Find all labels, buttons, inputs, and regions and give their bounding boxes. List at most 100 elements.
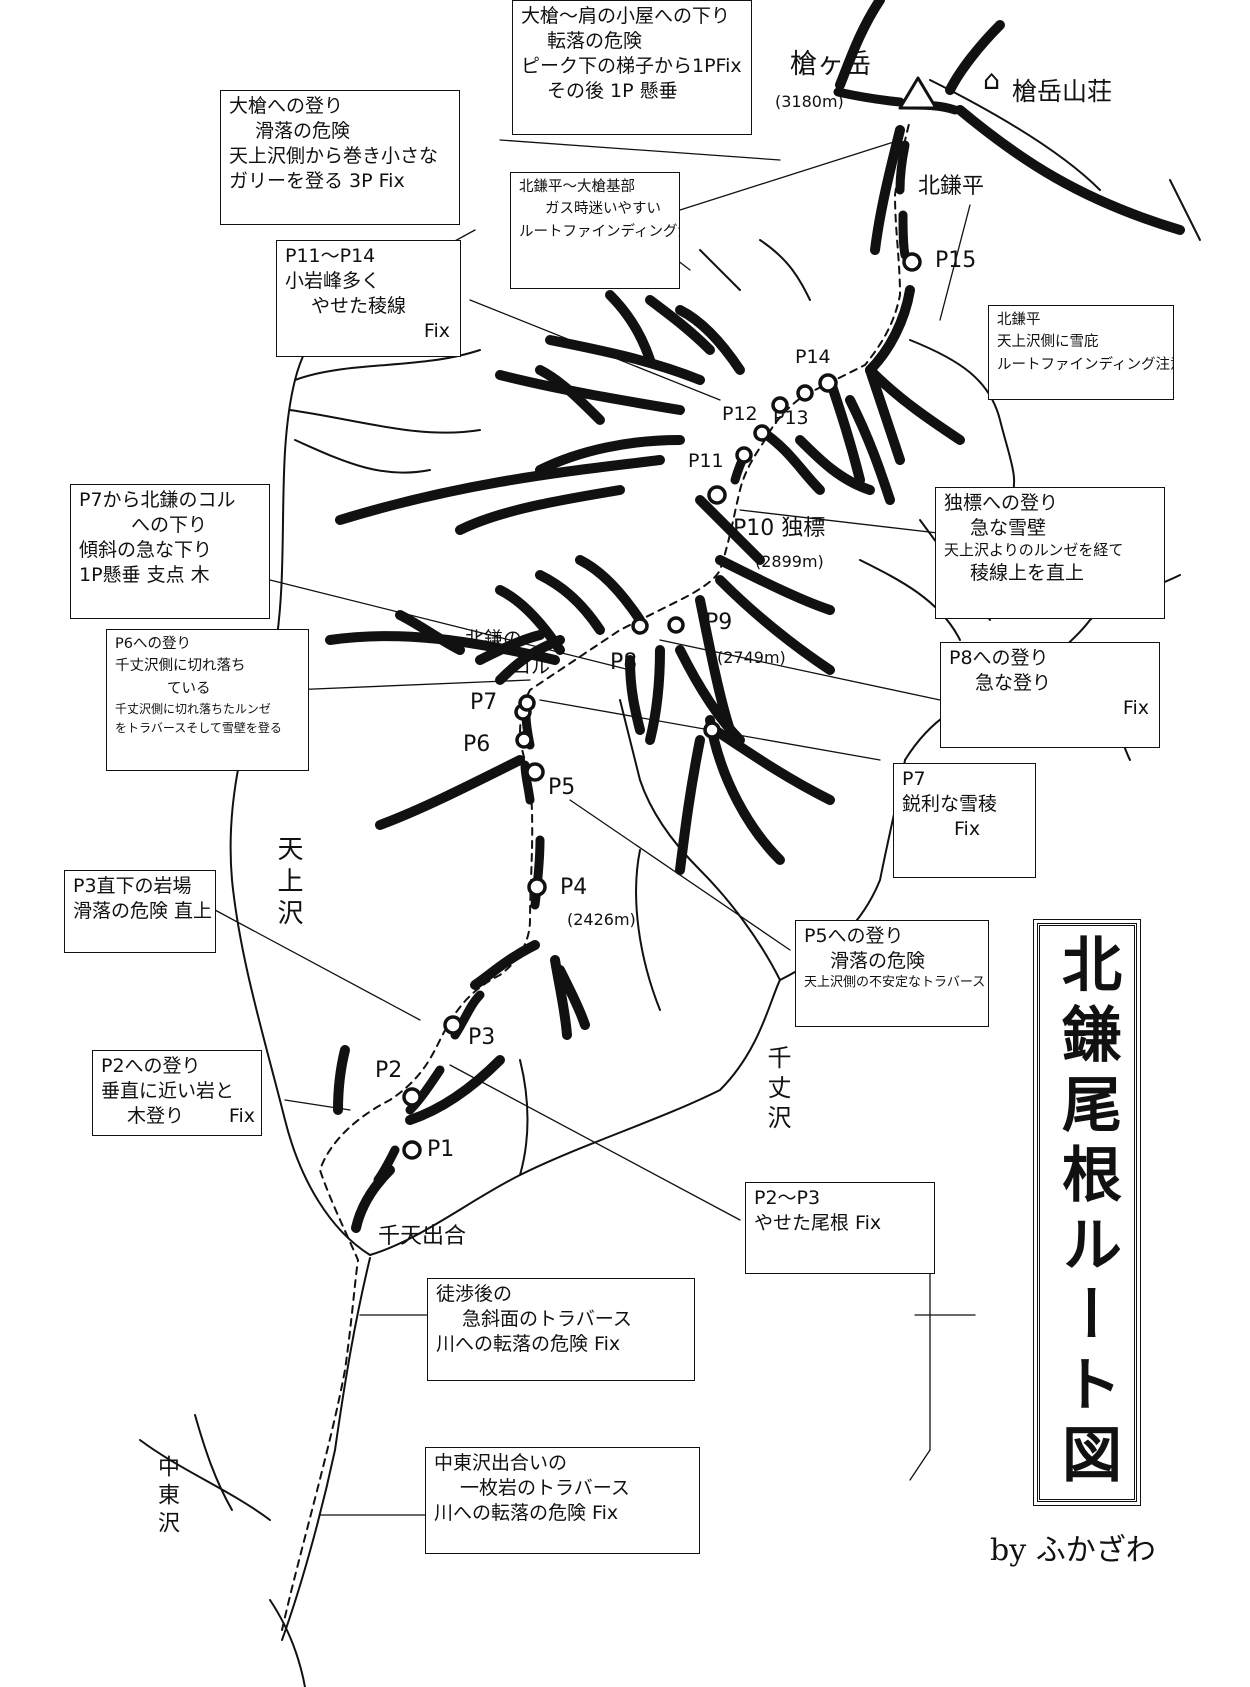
note-line: 天上沢側の不安定なトラバース (804, 975, 986, 991)
note-line: 大槍～肩の小屋への下り (521, 5, 731, 27)
note-line: 川への転落の危険 Fix (436, 1333, 621, 1356)
note-line: ガリーを登る 3P Fix (229, 170, 405, 193)
note-line: 傾斜の急な下り (79, 539, 213, 562)
note-line: 急な登り (975, 672, 1052, 695)
note-line: ルートファインディング注意 (997, 356, 1174, 373)
note-line: 川への転落の危険 Fix (434, 1502, 619, 1525)
note-line: 滑落の危険 (255, 120, 351, 143)
note-p8-climb: P8への登り 急な登り Fix (940, 642, 1160, 748)
note-line: P2への登り (101, 1055, 201, 1077)
point-p10-label: P10 独標 (733, 516, 826, 541)
note-oyari-hut-descent: 大槍～肩の小屋への下り 転落の危険 ピーク下の梯子から1PFix その後 1P … (512, 0, 752, 135)
author-credit: by ふかざわ (990, 1533, 1156, 1568)
point-p6-label: P6 (463, 732, 491, 757)
point-p10-elevation: (2899m) (755, 552, 824, 571)
note-line: 天上沢側から巻き小さな (229, 145, 439, 168)
note-p5-climb: P5への登り 滑落の危険 天上沢側の不安定なトラバース (795, 920, 989, 1027)
note-nakahigashi-slab: 中東沢出合いの 一枚岩のトラバース 川への転落の危険 Fix (425, 1447, 700, 1554)
note-line: Fix (228, 1105, 255, 1128)
note-line: P11～P14 (285, 245, 376, 267)
peak-yarigatake-label: 槍ヶ岳 (790, 49, 871, 80)
map-title-frame: 北鎌尾根ルート図 (1033, 919, 1141, 1506)
note-line: 滑落の危険 直上 (73, 900, 213, 923)
note-line: 独標への登り (944, 492, 1059, 514)
note-line: 急な雪壁 (970, 517, 1047, 540)
point-p9-label: P9 (705, 610, 733, 635)
note-line: 1P懸垂 支点 木 (79, 564, 210, 587)
note-line: Fix (423, 320, 450, 343)
summit-triangle (898, 76, 938, 110)
note-line: 千丈沢側に切れ落ちたルンゼ (115, 702, 271, 717)
note-line: をトラバースそして雪壁を登る (115, 721, 282, 735)
point-p4-elevation: (2426m) (567, 910, 636, 929)
note-p2-p3: P2～P3 やせた尾根 Fix (745, 1182, 935, 1274)
note-p6-climb: P6への登り 千丈沢側に切れ落ち ている 千丈沢側に切れ落ちたルンゼ をトラバー… (106, 629, 309, 771)
peak-yarigatake-elevation: (3180m) (775, 92, 844, 111)
note-line: 大槍への登り (229, 95, 344, 117)
point-p11-label: P11 (688, 450, 724, 472)
note-line: P3直下の岩場 (73, 875, 192, 897)
note-line: やせた稜線 (311, 295, 407, 318)
note-line: P7 (902, 768, 926, 790)
note-line: 天上沢側に雪庇 (997, 334, 1099, 351)
note-line: P5への登り (804, 925, 904, 947)
note-line: P2～P3 (754, 1187, 821, 1209)
sendeai-label: 千天出合 (378, 1224, 467, 1249)
note-line: やせた尾根 Fix (754, 1212, 882, 1235)
note-line: ピーク下の梯子から1PFix (521, 55, 742, 78)
note-line: P8への登り (949, 647, 1049, 669)
hut-label: 槍岳山荘 (1012, 77, 1113, 106)
note-line: ルートファインディング注意 (519, 223, 679, 240)
note-p7-snow-ridge: P7 鋭利な雪稜 Fix (893, 763, 1036, 878)
note-line: その後 1P 懸垂 (547, 80, 678, 103)
note-line: 滑落の危険 (830, 950, 926, 973)
tenjousawa-label: 天上沢 (273, 835, 303, 931)
col-label-line2: コル (512, 656, 551, 678)
note-kitakamadaira-cornice: 北鎌平 天上沢側に雪庇 ルートファインディング注意 (988, 305, 1174, 400)
col-label-line1: 北鎌の (465, 628, 523, 650)
note-line: 急斜面のトラバース (462, 1308, 632, 1331)
note-line: 垂直に近い岩と (101, 1080, 235, 1103)
point-p4-label: P4 (560, 875, 588, 900)
note-p3-rocks: P3直下の岩場 滑落の危険 直上 (64, 870, 216, 953)
note-dokuhyo-climb: 独標への登り 急な雪壁 天上沢よりのルンゼを経て 稜線上を直上 (935, 487, 1165, 619)
note-after-wade: 徒渉後の 急斜面のトラバース 川への転落の危険 Fix (427, 1278, 695, 1381)
route-points (402, 252, 922, 1160)
note-p11-p14: P11～P14 小岩峰多く やせた稜線 Fix (276, 240, 461, 357)
point-p12-label: P12 (722, 403, 758, 425)
note-line: 小岩峰多く (285, 270, 381, 293)
ridge-lines (325, 0, 1185, 1233)
hut-icon: ⌂ (983, 65, 1001, 96)
note-p2-climb: P2への登り 垂直に近い岩と 木登り Fix (92, 1050, 262, 1136)
point-p13-label: P13 (773, 407, 809, 429)
note-line: 稜線上を直上 (970, 561, 1085, 584)
point-p15-label: P15 (935, 248, 977, 273)
note-line: 北鎌平～大槍基部 (519, 179, 635, 195)
point-p14-label: P14 (795, 346, 831, 368)
nakahigashisawa-label: 中東沢 (154, 1455, 179, 1539)
kitakamadaira-label: 北鎌平 (918, 174, 985, 199)
note-kitakamadaira-oyari: 北鎌平～大槍基部 ガス時迷いやすい ルートファインディング注意 (510, 172, 680, 289)
note-line: 鋭利な雪稜 (902, 793, 998, 816)
note-line: P7から北鎌のコル (79, 489, 236, 511)
note-line: P6への登り (115, 636, 191, 652)
point-p1-label: P1 (427, 1137, 455, 1162)
note-line: Fix (1122, 697, 1149, 720)
note-line: 転落の危険 (547, 30, 643, 53)
note-line: への下り (131, 514, 208, 537)
note-line: 徒渉後の (436, 1283, 513, 1305)
note-line: 一枚岩のトラバース (460, 1477, 630, 1500)
note-line: 千丈沢側に切れ落ち (115, 658, 246, 675)
note-p7-col-descent: P7から北鎌のコル への下り 傾斜の急な下り 1P懸垂 支点 木 (70, 484, 270, 619)
leader-lines (214, 139, 976, 1516)
point-p5-label: P5 (548, 775, 576, 800)
note-line: 北鎌平 (997, 312, 1041, 328)
note-line: Fix (954, 818, 981, 841)
point-p7-label: P7 (470, 690, 498, 715)
note-line: 天上沢よりのルンゼを経て (944, 541, 1124, 560)
note-line: ガス時迷いやすい (545, 201, 661, 218)
note-line: 木登り (127, 1105, 185, 1128)
point-p3-label: P3 (468, 1025, 496, 1050)
